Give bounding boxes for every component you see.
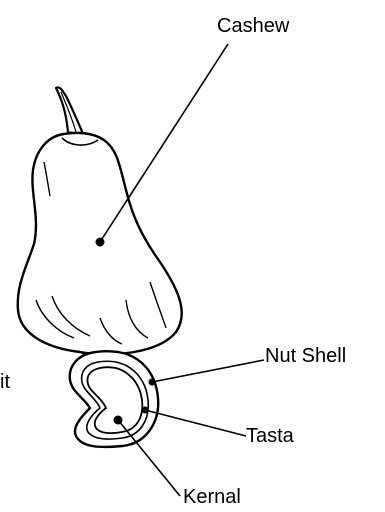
dot-kernal <box>114 416 123 425</box>
label-fruit-partial: it <box>0 372 10 392</box>
leader-cashew <box>100 44 228 242</box>
leader-tasta <box>145 410 246 436</box>
stem <box>56 87 84 136</box>
dot-cashew <box>96 238 105 247</box>
label-tasta: Tasta <box>246 426 294 446</box>
dot-tasta <box>142 407 149 414</box>
label-cashew: Cashew <box>217 16 289 36</box>
label-kernal: Kernal <box>183 487 241 507</box>
leader-nut-shell <box>152 360 264 382</box>
label-nut-shell: Nut Shell <box>265 346 346 366</box>
dot-nut-shell <box>149 379 156 386</box>
